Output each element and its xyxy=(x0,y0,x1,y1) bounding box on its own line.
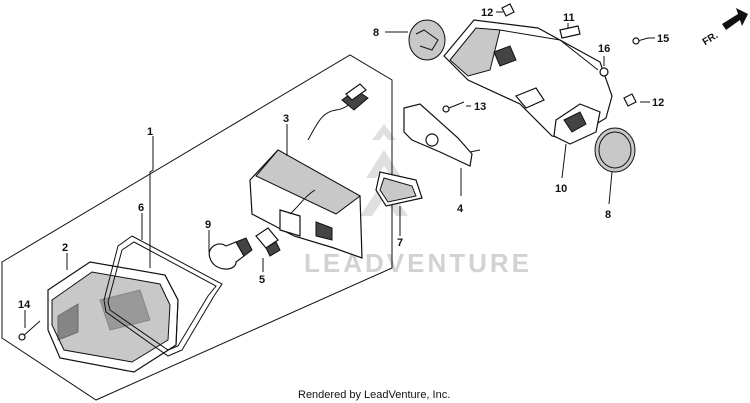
reflector-part xyxy=(375,171,423,207)
bolt-13-part xyxy=(442,101,465,113)
callout-8-top: 8 xyxy=(373,27,379,39)
callout-16: 16 xyxy=(598,43,610,55)
leader-lines xyxy=(24,11,655,328)
cover-8-top-part xyxy=(408,19,446,61)
callout-4: 4 xyxy=(457,203,464,215)
callout-10: 10 xyxy=(555,183,567,195)
watermark-text: LEADVENTURE xyxy=(304,248,532,278)
callout-5: 5 xyxy=(259,274,265,286)
screw-15-part xyxy=(632,37,649,45)
screw-14-part xyxy=(18,320,41,341)
nut-12-top-part xyxy=(501,3,515,17)
callout-2: 2 xyxy=(62,242,68,254)
callout-13: 13 xyxy=(474,101,486,113)
bracket-part xyxy=(403,103,481,167)
assembly-outline xyxy=(1,54,393,401)
lens-part xyxy=(47,261,179,373)
callout-12-right: 12 xyxy=(652,97,664,109)
callout-12-top: 12 xyxy=(481,7,493,19)
callout-3: 3 xyxy=(283,113,289,125)
callout-9: 9 xyxy=(205,219,211,231)
side-lens-8-part xyxy=(594,127,636,173)
front-direction-arrow: FR. xyxy=(701,8,748,48)
grommet-16-part xyxy=(599,67,609,77)
callout-7: 7 xyxy=(397,237,403,249)
gasket-part xyxy=(103,235,223,357)
bulb-part xyxy=(208,237,253,270)
label-11-part xyxy=(559,25,581,39)
nut-12-right-part xyxy=(623,93,637,107)
callout-11: 11 xyxy=(563,12,575,24)
callout-8-right: 8 xyxy=(605,209,611,221)
credit-text: Rendered by LeadVenture, Inc. xyxy=(298,389,450,401)
callout-6: 6 xyxy=(138,202,144,214)
socket-part xyxy=(255,227,281,270)
base-part xyxy=(443,19,613,145)
callout-14: 14 xyxy=(18,299,31,311)
callout-1: 1 xyxy=(147,126,153,138)
front-direction-label: FR. xyxy=(701,30,721,48)
housing-part xyxy=(249,83,369,259)
callout-15: 15 xyxy=(657,33,669,45)
